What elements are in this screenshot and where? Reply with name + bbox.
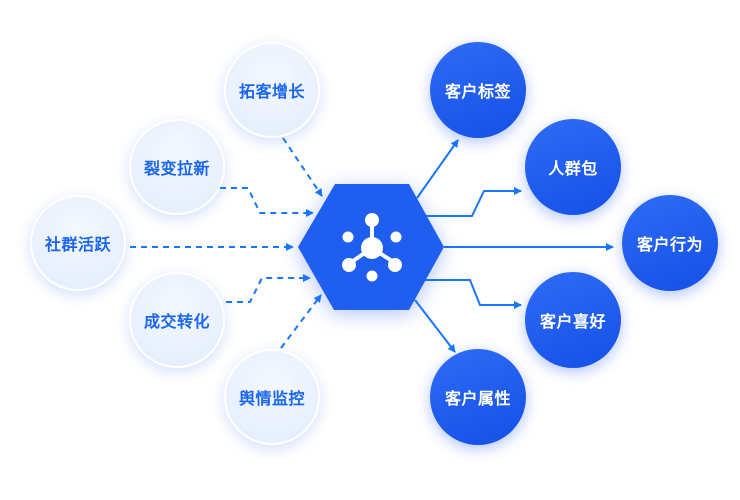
node-label: 拓客增长 [238, 82, 305, 101]
connector-in-4 [226, 274, 311, 303]
connector-out-1 [416, 139, 459, 199]
node-label: 舆情监控 [238, 389, 305, 408]
output-node: 客户行为 [622, 195, 718, 291]
center-hub [298, 184, 444, 310]
connector-out-2 [425, 187, 522, 217]
connector-out-5 [414, 299, 456, 353]
node-label: 客户喜好 [539, 312, 606, 331]
connector-in-5 [280, 294, 322, 349]
connector-out-4 [425, 279, 522, 309]
output-node: 客户标签 [430, 42, 526, 138]
node-label: 人群包 [548, 159, 598, 178]
connector-in-1 [282, 137, 323, 197]
node-label: 客户属性 [444, 389, 511, 408]
input-node: 裂变拉新 [129, 119, 225, 215]
node-label: 裂变拉新 [143, 159, 210, 178]
node-label: 客户行为 [636, 235, 703, 254]
input-node: 成交转化 [129, 272, 225, 368]
hub-network-icon [342, 213, 402, 282]
node-label: 社群活跃 [44, 235, 111, 254]
node-label: 成交转化 [143, 312, 210, 331]
input-node: 社群活跃 [30, 195, 126, 291]
output-node: 客户属性 [430, 349, 526, 445]
input-node: 舆情监控 [224, 349, 320, 445]
output-node: 客户喜好 [525, 272, 621, 368]
node-label: 客户标签 [444, 82, 511, 101]
input-node: 拓客增长 [224, 42, 320, 138]
connector-in-2 [220, 187, 314, 217]
output-node: 人群包 [525, 119, 621, 215]
